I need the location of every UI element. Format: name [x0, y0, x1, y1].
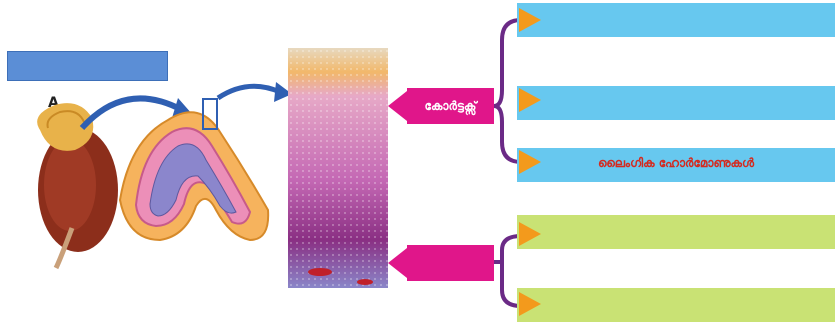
- adrenal-cross-section: [120, 99, 268, 240]
- medulla-bar-1: [517, 215, 835, 249]
- medulla-label: [407, 245, 494, 281]
- cortex-bar-1: [517, 3, 835, 37]
- cortex-bar-3: ലൈംഗിക ഹോർമോണുകൾ: [517, 148, 835, 182]
- cortex-pointer: [388, 91, 407, 121]
- cortex-bar-2: [517, 86, 835, 120]
- cortex-label: കോർട്ടക്സ്: [407, 88, 494, 124]
- kidney-illustration: [37, 103, 118, 268]
- medulla-bar-2: [517, 288, 835, 322]
- tissue-section: [288, 48, 388, 288]
- medulla-pointer: [388, 248, 407, 278]
